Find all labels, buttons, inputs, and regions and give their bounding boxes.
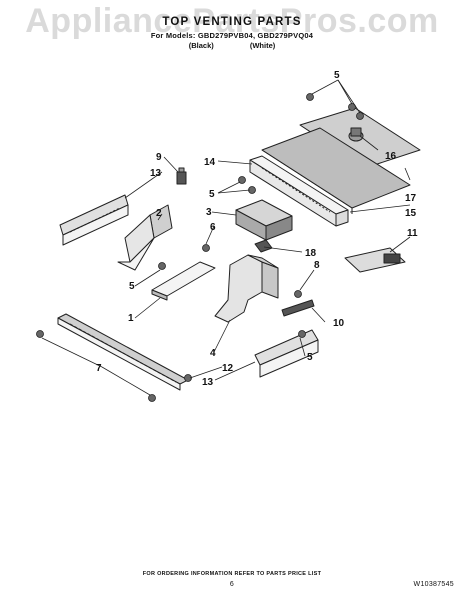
callout-5-top: 5 <box>334 70 340 81</box>
terminal-strip <box>281 299 315 317</box>
screw <box>306 93 314 101</box>
callout-6: 6 <box>210 222 216 233</box>
callout-10: 10 <box>333 318 345 329</box>
watermark: AppliancePartsPros.com <box>25 2 439 40</box>
ordering-note: FOR ORDERING INFORMATION REFER TO PARTS … <box>142 571 322 577</box>
callout-5-right: 5 <box>307 352 313 363</box>
page-title: TOP VENTING PARTS <box>162 16 302 28</box>
screw <box>202 244 210 252</box>
callout-7: 7 <box>96 363 102 374</box>
top-vent-panel <box>261 107 421 214</box>
leader-lines <box>41 79 411 396</box>
screw <box>298 330 306 338</box>
vent-duct-bracket <box>249 155 349 227</box>
screw <box>158 262 166 270</box>
callout-13-bottom: 13 <box>202 377 214 388</box>
vent-duct <box>214 254 279 323</box>
callout-16: 16 <box>385 151 397 162</box>
front-trim-rail <box>57 313 189 391</box>
callout-9: 9 <box>156 152 162 163</box>
callout-13-top: 13 <box>150 168 162 179</box>
color-white-label: (White) <box>249 41 276 50</box>
screw <box>238 176 246 184</box>
thermal-switch <box>176 167 187 185</box>
page-number: 6 <box>229 581 235 588</box>
callout-18: 18 <box>305 248 317 259</box>
screw <box>36 330 44 338</box>
callout-12: 12 <box>222 363 234 374</box>
callout-15: 15 <box>405 208 417 219</box>
air-deflector <box>117 204 173 271</box>
callout-14: 14 <box>204 157 216 168</box>
callout-2: 2 <box>156 208 162 219</box>
vent-baffle <box>151 261 216 301</box>
screw <box>148 394 156 402</box>
mounting-clip <box>344 247 406 273</box>
callout-5-middle: 5 <box>209 189 215 200</box>
colors-line: (Black) (White) <box>0 41 464 50</box>
wire-connector <box>254 239 273 253</box>
screws <box>36 93 364 402</box>
callout-11: 11 <box>407 228 418 239</box>
terminal-block <box>235 199 293 241</box>
screw <box>184 374 192 382</box>
callout-3: 3 <box>206 207 212 218</box>
document-number: W10387545 <box>413 581 454 588</box>
fan-motor <box>348 127 364 142</box>
callout-5-left: 5 <box>129 281 135 292</box>
models-line: For Models: GBD279PVB04, GBD279PVQ04 <box>150 31 314 40</box>
callout-1: 1 <box>128 313 134 324</box>
color-black-label: (Black) <box>188 41 214 50</box>
callout-4: 4 <box>210 348 216 359</box>
callout-17: 17 <box>405 193 417 204</box>
screw <box>356 112 364 120</box>
left-mounting-bracket <box>59 194 129 246</box>
screw <box>294 290 302 298</box>
callout-8: 8 <box>314 260 320 271</box>
